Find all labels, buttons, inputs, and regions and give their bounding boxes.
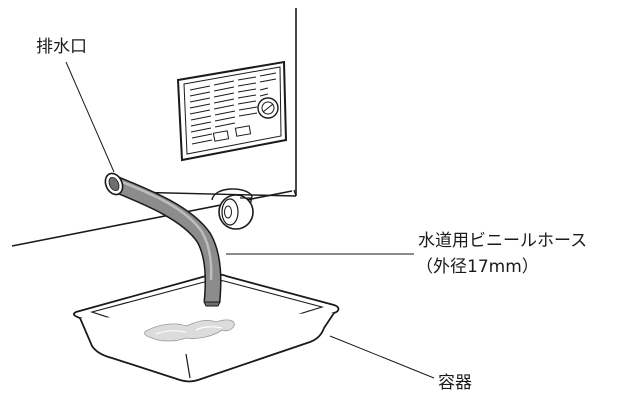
caster-wheel [211,188,254,230]
drain-hose [104,172,222,307]
leader-drain-outlet [65,61,115,173]
container-tray [73,273,340,383]
label-hose: 水道用ビニールホース [418,231,587,251]
leader-container [329,335,435,379]
vent-grille [176,60,288,162]
water-puddle [144,319,235,342]
label-container: 容器 [438,373,472,393]
label-drain-outlet: 排水口 [36,37,87,57]
label-hose-diameter: （外径17mm） [416,257,539,277]
